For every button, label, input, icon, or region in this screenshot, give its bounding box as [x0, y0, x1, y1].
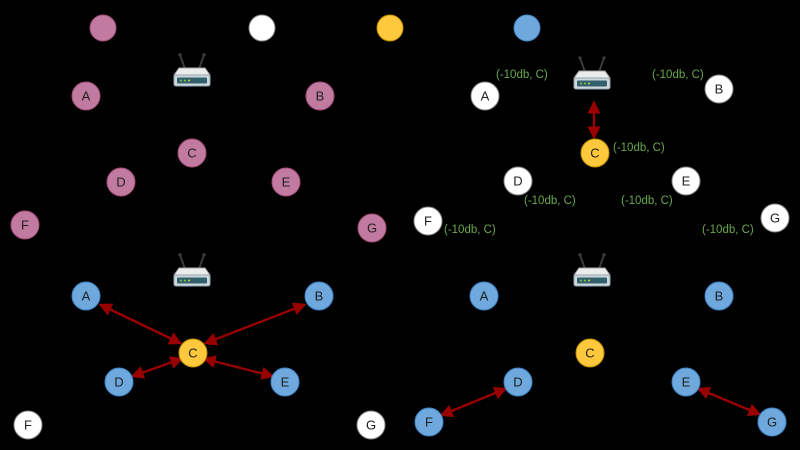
node-label: E	[682, 174, 691, 189]
node-bottom-left-g	[356, 410, 386, 440]
node-label: F	[21, 218, 29, 233]
node-bottom-left-d	[104, 367, 134, 397]
node-top-left-g	[357, 213, 387, 243]
node-bottom-right-f	[414, 407, 444, 437]
node-label: G	[770, 211, 780, 226]
router-icon	[173, 252, 211, 287]
node-label: F	[425, 415, 433, 430]
node-label: D	[114, 375, 123, 390]
annotation-label: (-10db, C)	[652, 69, 704, 81]
node-label: D	[513, 375, 522, 390]
panels: A B C D E F G A B C D E F G (-10db, C) (-10db, C) (-10db…	[10, 52, 790, 440]
node-top-left-d	[106, 167, 136, 197]
node-label: F	[24, 418, 32, 433]
node-label: C	[590, 146, 599, 161]
signal-arrow	[98, 303, 183, 345]
node-top-right-d	[503, 166, 533, 196]
node-top-right-g	[760, 203, 790, 233]
node-bottom-left-e	[270, 367, 300, 397]
node-label: A	[480, 289, 489, 304]
panel-top-right: A B C D E F G (-10db, C) (-10db, C) (-10db, C) (-1…	[413, 55, 790, 236]
node-label: G	[767, 415, 777, 430]
node-bottom-right-a	[469, 281, 499, 311]
node-label: B	[316, 89, 325, 104]
panel-top-left: A B C D E F G	[10, 52, 387, 243]
annotation-label: (-10db, C)	[444, 224, 496, 236]
node-bottom-left-c	[178, 338, 208, 368]
node-label: C	[187, 146, 196, 161]
node-top-left-b	[305, 81, 335, 111]
node-top-right-f	[413, 206, 443, 236]
node-label: C	[188, 346, 197, 361]
signal-arrow	[202, 355, 275, 380]
node-label: A	[82, 289, 91, 304]
node-label: E	[281, 375, 290, 390]
node-top-right-c	[580, 138, 610, 168]
node-bottom-right-e	[671, 367, 701, 397]
node-top-right-a	[470, 81, 500, 111]
router-icon	[573, 252, 611, 287]
node-top-right-b	[704, 74, 734, 104]
node-label: E	[682, 375, 691, 390]
node-top-left-c	[177, 138, 207, 168]
node-label: B	[715, 289, 724, 304]
node-top-left-e	[271, 167, 301, 197]
legend-swatch-white	[248, 14, 276, 42]
node-label: D	[513, 174, 522, 189]
node-top-left-f	[10, 210, 40, 240]
signal-arrow	[696, 386, 762, 417]
node-label: B	[315, 289, 324, 304]
node-bottom-left-b	[304, 281, 334, 311]
annotation-label: (-10db, C)	[621, 195, 673, 207]
node-label: F	[424, 214, 432, 229]
legend-swatch-blue	[513, 14, 541, 42]
legend-swatch-pink	[89, 14, 117, 42]
node-bottom-right-d	[503, 367, 533, 397]
signal-arrow	[130, 356, 184, 379]
node-bottom-right-c	[575, 338, 605, 368]
panel-bottom-right: A B C D E F G	[414, 252, 787, 437]
node-bottom-right-b	[704, 281, 734, 311]
node-label: E	[282, 175, 291, 190]
legend	[89, 14, 541, 42]
node-label: D	[116, 175, 125, 190]
annotation-label: (-10db, C)	[496, 69, 548, 81]
router-icon	[173, 52, 211, 87]
panel-bottom-left: A B C D E F G	[13, 252, 386, 440]
legend-swatch-yellow	[376, 14, 404, 42]
annotation-label: (-10db, C)	[702, 224, 754, 236]
router-icon	[573, 55, 611, 90]
node-label: B	[715, 82, 724, 97]
node-label: G	[367, 221, 377, 236]
node-bottom-right-g	[757, 407, 787, 437]
annotation-label: (-10db, C)	[613, 142, 665, 154]
signal-arrow	[203, 302, 307, 346]
signal-arrow	[439, 386, 508, 418]
node-bottom-left-f	[13, 410, 43, 440]
node-bottom-left-a	[71, 281, 101, 311]
node-label: G	[366, 418, 376, 433]
node-top-left-a	[71, 81, 101, 111]
annotation-label: (-10db, C)	[524, 195, 576, 207]
node-label: A	[82, 89, 91, 104]
node-label: C	[585, 346, 594, 361]
node-label: A	[481, 89, 490, 104]
node-top-right-e	[671, 166, 701, 196]
